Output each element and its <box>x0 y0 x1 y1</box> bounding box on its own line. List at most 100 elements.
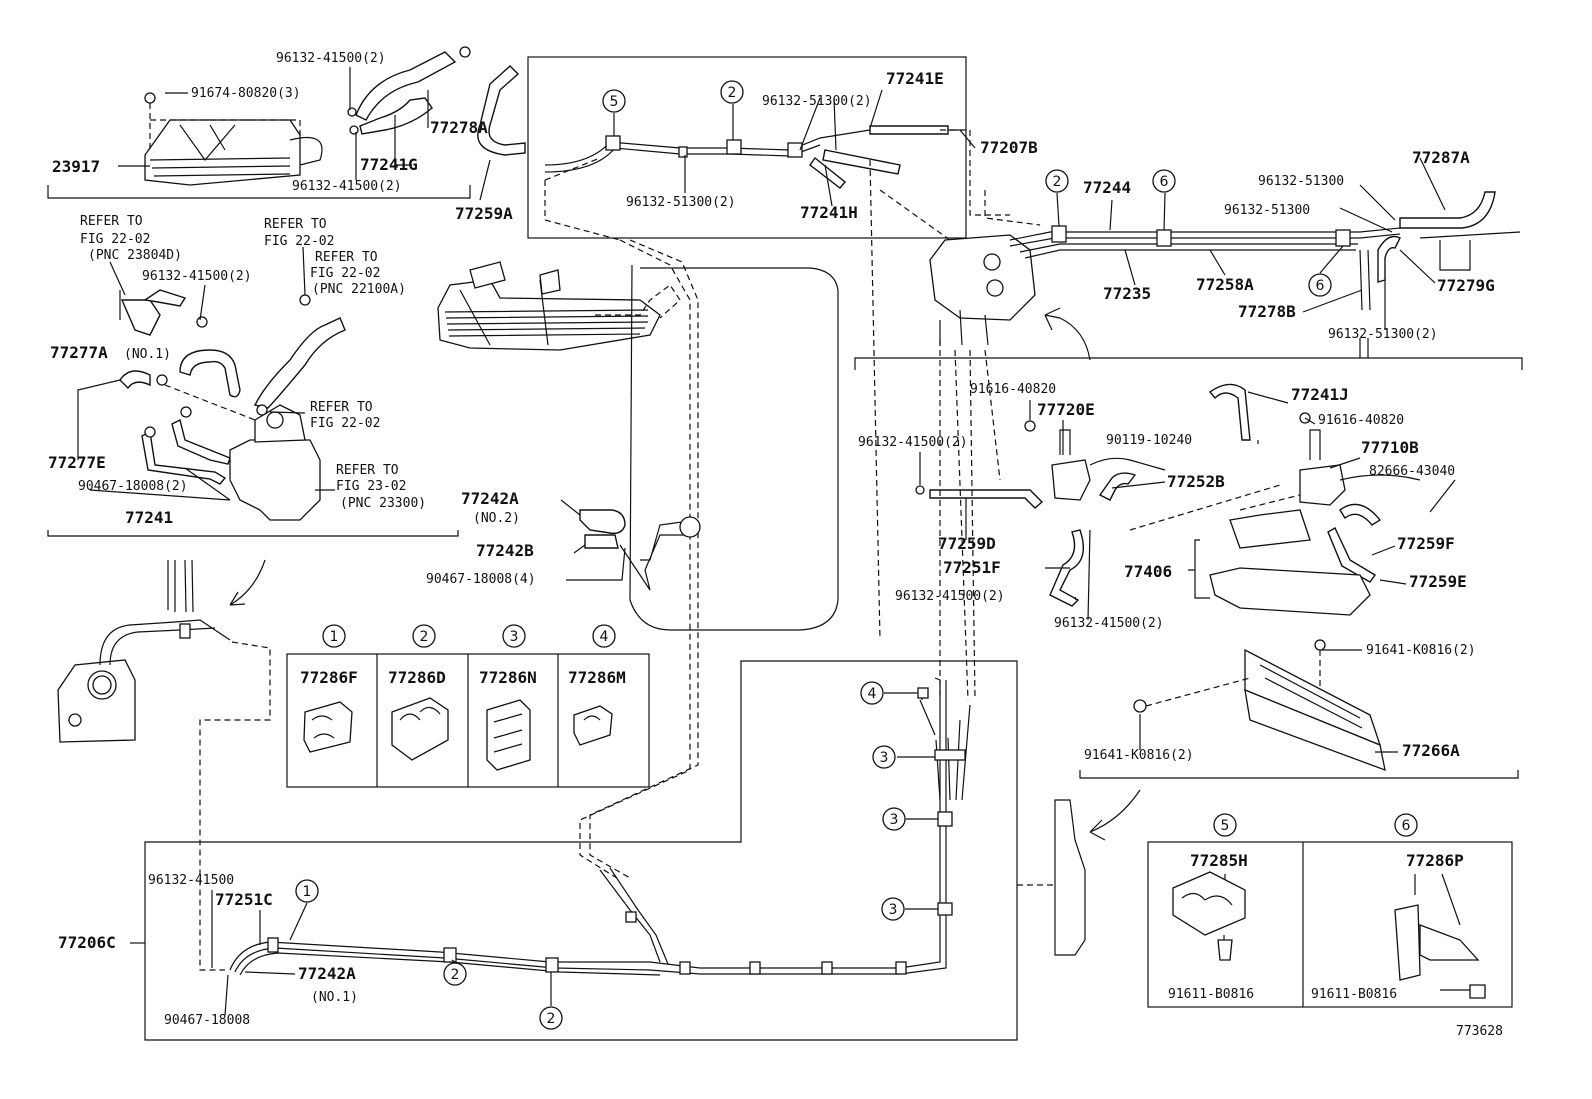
clip-callout: 5 <box>602 89 626 113</box>
part-label: 91641-K0816(2) <box>1084 748 1194 763</box>
part-label: 96132-41500(2) <box>142 269 252 284</box>
part-label: 96132-41500(2) <box>858 435 968 450</box>
part-label: 77241E <box>886 69 944 88</box>
callout-number: 4 <box>600 629 609 645</box>
part-label: (PNC 22100A) <box>312 282 406 297</box>
part-label: 96132-41500(2) <box>276 51 386 66</box>
part-label: (NO.1) <box>311 990 358 1005</box>
callout-circle <box>1152 169 1176 193</box>
part-label: 77266A <box>1402 741 1460 760</box>
part-label: 77259A <box>455 204 513 223</box>
clip-callout: 3 <box>882 807 906 831</box>
part-label: 90467-18008(2) <box>78 479 188 494</box>
clip-callout: 3 <box>502 624 526 648</box>
part-label: REFER TO <box>315 250 378 265</box>
part-label: 77242B <box>476 541 534 560</box>
part-label: (PNC 23300) <box>340 496 426 511</box>
clip-callout: 6 <box>1152 169 1176 193</box>
clip-callout: 2 <box>720 80 744 104</box>
callout-number: 5 <box>610 94 619 110</box>
callout-number: 4 <box>868 686 877 702</box>
part-label: 77251C <box>215 890 273 909</box>
clip-details <box>303 697 1486 999</box>
part-label: REFER TO <box>80 214 143 229</box>
clip-callout: 6 <box>1308 273 1332 297</box>
part-label: 77279G <box>1437 276 1495 295</box>
part-label: (NO.2) <box>473 511 520 526</box>
callout-number: 5 <box>1221 818 1230 834</box>
callout-number: 3 <box>890 812 899 828</box>
part-label: 77259F <box>1397 534 1455 553</box>
callout-circle <box>882 807 906 831</box>
part-labels: 96132-41500(2)91674-80820(3)77278A77241G… <box>48 51 1503 1039</box>
callout-circle <box>443 962 467 986</box>
callout-number: 1 <box>330 629 339 645</box>
part-label: 77278A <box>430 118 488 137</box>
part-label: 77244 <box>1083 178 1131 197</box>
callout-circle <box>881 897 905 921</box>
callout-circle <box>720 80 744 104</box>
callout-number: 1 <box>303 884 312 900</box>
callout-circle <box>592 624 616 648</box>
part-label: 77241H <box>800 203 858 222</box>
part-label: 96132-41500(2) <box>1054 616 1164 631</box>
part-label: 77258A <box>1196 275 1254 294</box>
part-label: 23917 <box>52 157 100 176</box>
callout-number: 6 <box>1316 278 1325 294</box>
part-label: 91611-B0816 <box>1311 987 1397 1002</box>
part-label: FIG 22-02 <box>264 234 334 249</box>
part-label: REFER TO <box>310 400 373 415</box>
part-label: 77242A <box>461 489 519 508</box>
part-label: 77251F <box>943 558 1001 577</box>
part-label: REFER TO <box>336 463 399 478</box>
callout-number: 3 <box>889 902 898 918</box>
part-label: 77235 <box>1103 284 1151 303</box>
part-label: FIG 22-02 <box>310 266 380 281</box>
callout-number: 2 <box>728 85 737 101</box>
callout-number: 2 <box>451 967 460 983</box>
clip-callout: 3 <box>881 897 905 921</box>
clip-callout: 2 <box>1045 169 1069 193</box>
callout-circle <box>1045 169 1069 193</box>
callout-number: 3 <box>510 629 519 645</box>
part-label: FIG 23-02 <box>336 479 406 494</box>
part-label: 77720E <box>1037 400 1095 419</box>
part-label: 96132-51300 <box>1258 174 1344 189</box>
clip-callout: 6 <box>1394 813 1418 837</box>
part-label: 77286N <box>479 668 537 687</box>
callout-number: 6 <box>1402 818 1411 834</box>
clip-callout: 1 <box>322 624 346 648</box>
clip-callout: 1 <box>295 879 319 903</box>
callout-number: 6 <box>1160 174 1169 190</box>
clip-callout: 5 <box>1213 813 1237 837</box>
callout-circle <box>860 681 884 705</box>
callout-circle <box>1308 273 1332 297</box>
clip-callout: 2 <box>539 1006 563 1030</box>
part-label: 77277E <box>48 453 106 472</box>
clip-callout: 2 <box>443 962 467 986</box>
callout-circle <box>872 745 896 769</box>
part-label: 77242A <box>298 964 356 983</box>
part-label: 91611-B0816 <box>1168 987 1254 1002</box>
part-label: 77278B <box>1238 302 1296 321</box>
callout-number: 2 <box>420 629 429 645</box>
part-label: 96132-51300(2) <box>626 195 736 210</box>
part-label: 91616-40820 <box>1318 413 1404 428</box>
callout-number: 2 <box>1053 174 1062 190</box>
part-label: 77710B <box>1361 438 1419 457</box>
leader-lines <box>77 67 1470 1016</box>
part-label: (PNC 23804D) <box>88 248 182 263</box>
part-label: (NO.1) <box>124 347 171 362</box>
part-label: 77241G <box>360 155 418 174</box>
callout-circle <box>602 89 626 113</box>
upper-right-tube-assembly <box>929 190 1521 361</box>
part-label: 77207B <box>980 138 1038 157</box>
part-label: 773628 <box>1456 1024 1503 1039</box>
part-label: 91616-40820 <box>970 382 1056 397</box>
part-label: 77259D <box>938 534 996 553</box>
part-label: 77241J <box>1291 385 1349 404</box>
engine-connection <box>57 559 271 971</box>
part-label: 77252B <box>1167 472 1225 491</box>
center-cooler-mount <box>437 65 681 351</box>
